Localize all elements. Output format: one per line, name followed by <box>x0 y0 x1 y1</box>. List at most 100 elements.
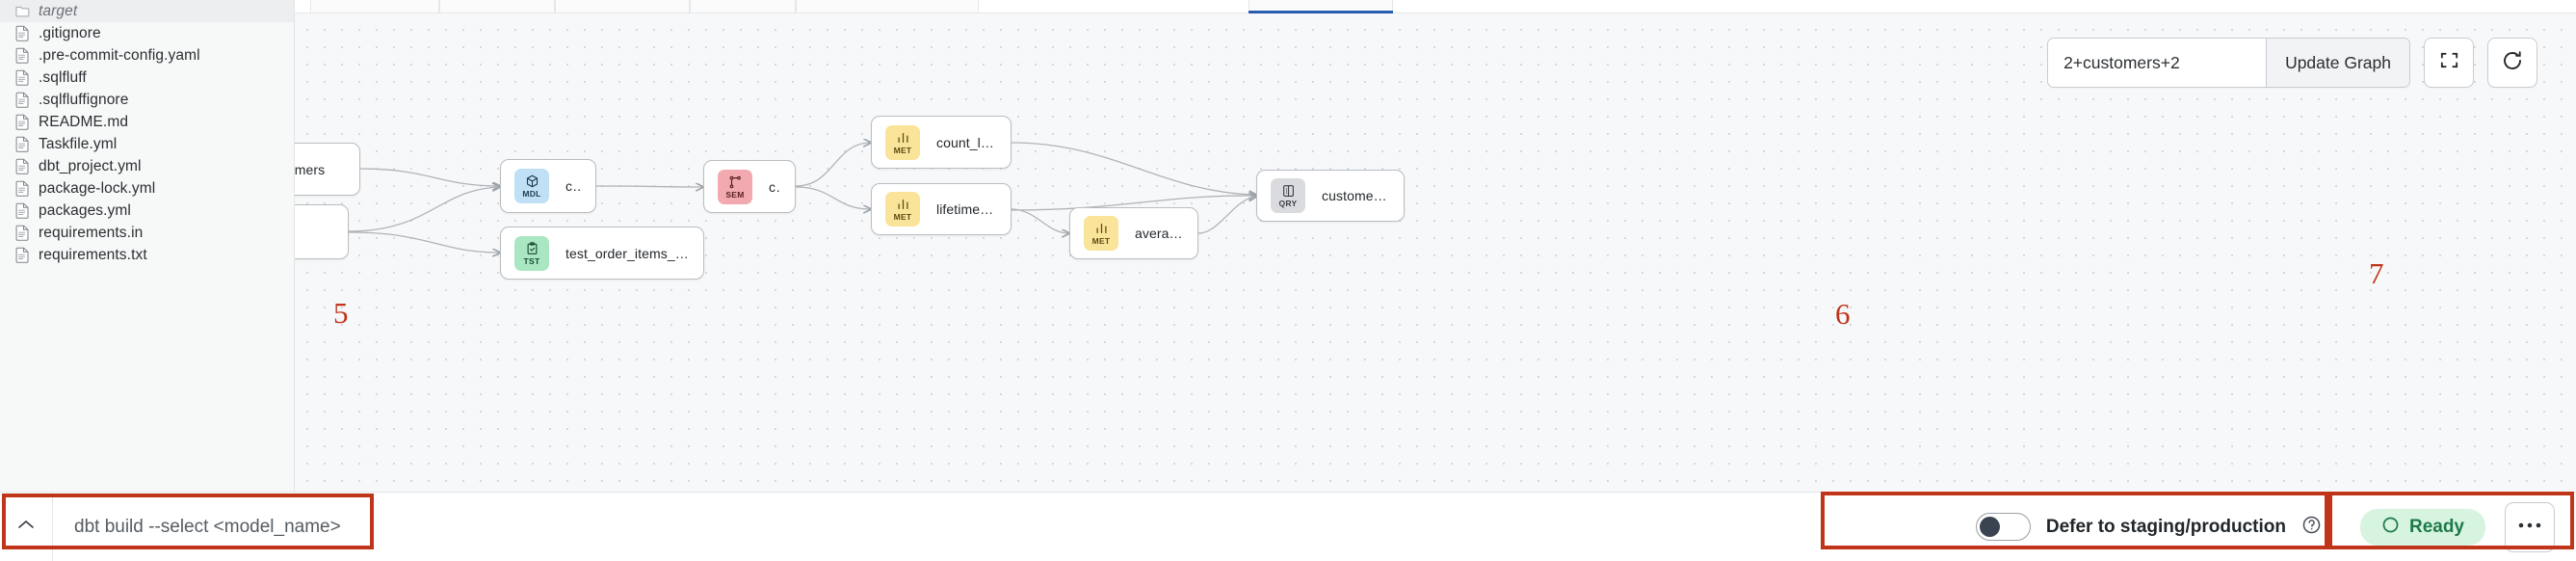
graph-node-label: customer_order_metrics <box>1322 188 1390 203</box>
badge-text: MET <box>893 145 912 155</box>
defer-help-button[interactable] <box>2301 515 2322 540</box>
file-icon <box>15 136 30 152</box>
editor-tab-1[interactable] <box>310 0 439 13</box>
refresh-button[interactable] <box>2487 38 2537 88</box>
editor-tab-2[interactable] <box>439 0 555 13</box>
file-icon <box>15 92 30 108</box>
status-label: Ready <box>2408 516 2464 537</box>
file-item-label: .gitignore <box>39 24 101 41</box>
graph-node-customers-mdl[interactable]: MDL customers <box>500 159 596 213</box>
bottom-bar-right: Defer to staging/production <box>1951 493 2576 561</box>
file-item-label: .sqlfluffignore <box>39 91 129 108</box>
badge-text: MET <box>1091 236 1111 246</box>
badge-text: MDL <box>522 189 541 199</box>
graph-node-label: lifetime_spend_pretax <box>936 201 997 217</box>
defer-control-group: Defer to staging/production <box>1951 493 2339 561</box>
file-icon <box>15 25 30 41</box>
circle-icon <box>2381 516 2400 539</box>
file-item-requirements-in[interactable]: requirements.in <box>0 222 294 244</box>
file-item-pre-commit-config-yaml[interactable]: .pre-commit-config.yaml <box>0 44 294 67</box>
graph-node-label: customers <box>565 178 582 194</box>
file-item-label: requirements.txt <box>39 246 147 263</box>
file-icon <box>15 114 30 130</box>
file-icon <box>15 247 30 263</box>
editor-tab-active-indicator <box>1249 11 1393 13</box>
file-item-label: requirements.in <box>39 224 144 241</box>
file-icon <box>15 202 30 219</box>
expand-panel-button[interactable] <box>0 493 53 561</box>
graph-node-lifetime-spend-pretax[interactable]: MET lifetime_spend_pretax <box>871 183 1012 235</box>
graph-node-customers-sem[interactable]: SEM customers <box>703 160 796 213</box>
file-icon <box>15 47 30 64</box>
lineage-graph-canvas[interactable]: tg_customersorders MDL customersTST test_or… <box>295 0 2576 492</box>
file-item-sqlfluff[interactable]: .sqlfluff <box>0 67 294 89</box>
file-list: target .gitignore .pre-commit-config.yam… <box>0 0 294 266</box>
refresh-icon <box>2501 49 2524 77</box>
sem-badge-icon: SEM <box>718 169 752 204</box>
chevron-up-icon <box>16 518 36 536</box>
file-item-label: Taskfile.yml <box>39 135 118 152</box>
file-item-sqlfluffignore[interactable]: .sqlfluffignore <box>0 89 294 111</box>
folder-icon <box>15 3 30 19</box>
file-icon <box>15 69 30 86</box>
dbt-command-input[interactable] <box>53 493 592 561</box>
graph-node-stg-customers[interactable]: tg_customers <box>295 143 360 196</box>
badge-text: SEM <box>725 189 745 200</box>
file-explorer-panel[interactable]: target .gitignore .pre-commit-config.yam… <box>0 0 295 492</box>
graph-node-average-order-value[interactable]: MET average_order_value <box>1069 207 1198 259</box>
question-circle-icon <box>2301 515 2322 540</box>
mdl-badge-icon: MDL <box>514 169 549 203</box>
file-icon <box>15 225 30 241</box>
more-options-button[interactable] <box>2505 501 2555 552</box>
file-item-packages-yml[interactable]: packages.yml <box>0 200 294 222</box>
fullscreen-button[interactable] <box>2424 38 2474 88</box>
file-item-gitignore[interactable]: .gitignore <box>0 22 294 44</box>
file-item-label: README.md <box>39 113 129 130</box>
graph-node-customer-order-metrics[interactable]: QRY customer_order_metrics <box>1256 170 1405 222</box>
defer-toggle[interactable] <box>1975 513 2031 541</box>
graph-node-count-lifetime-orders[interactable]: MET count_lifetime_orders <box>871 116 1012 169</box>
editor-tab-3[interactable] <box>555 0 690 13</box>
fullscreen-icon <box>2438 49 2460 76</box>
file-icon <box>15 158 30 174</box>
met-badge-icon: MET <box>885 192 920 227</box>
graph-node-label: test_order_items_compute_to_bools... <box>565 245 690 261</box>
badge-text: MET <box>893 212 912 222</box>
graph-node-orders[interactable]: orders <box>295 204 349 259</box>
defer-label: Defer to staging/production <box>2045 516 2286 537</box>
badge-text: TST <box>523 255 540 266</box>
qry-badge-icon: QRY <box>1271 178 1305 213</box>
file-item-readme-md[interactable]: README.md <box>0 111 294 133</box>
graph-selector-group: Update Graph <box>2047 38 2410 88</box>
graph-toolbar: Update Graph <box>2047 38 2537 88</box>
file-item-label: target <box>39 2 78 19</box>
status-badge[interactable]: Ready <box>2359 508 2485 546</box>
graph-node-label: customers <box>769 178 781 195</box>
editor-tab-5[interactable] <box>796 0 979 13</box>
defer-toggle-knob <box>1979 517 2000 537</box>
file-item-taskfile-yml[interactable]: Taskfile.yml <box>0 133 294 155</box>
file-item-label: packages.yml <box>39 201 131 219</box>
graph-node-label: tg_customers <box>295 161 326 177</box>
file-item-label: .sqlfluff <box>39 68 87 86</box>
badge-text: QRY <box>1278 199 1298 208</box>
graph-node-test-order-items[interactable]: TST test_order_items_compute_to_bools... <box>500 227 704 280</box>
annotation-number-5: 5 <box>333 296 349 330</box>
graph-node-label: average_order_value <box>1135 226 1184 241</box>
annotation-number-6: 6 <box>1835 297 1851 331</box>
file-item-label: package-lock.yml <box>39 179 156 197</box>
annotation-number-7: 7 <box>2369 256 2384 290</box>
editor-tab-6[interactable] <box>1249 0 1393 13</box>
file-item-dbt-project-yml[interactable]: dbt_project.yml <box>0 155 294 177</box>
update-graph-button[interactable]: Update Graph <box>2266 39 2409 87</box>
editor-tab-4[interactable] <box>690 0 796 13</box>
file-item-label: .pre-commit-config.yaml <box>39 46 200 64</box>
file-item-package-lock-yml[interactable]: package-lock.yml <box>0 177 294 200</box>
file-item-requirements-txt[interactable]: requirements.txt <box>0 244 294 266</box>
file-item-target[interactable]: target <box>0 0 294 22</box>
bottom-status-bar: Defer to staging/production <box>0 492 2576 561</box>
met-badge-icon: MET <box>885 124 920 160</box>
graph-selector-input[interactable] <box>2048 39 2267 87</box>
graph-node-label: count_lifetime_orders <box>936 134 997 150</box>
file-item-label: dbt_project.yml <box>39 157 142 174</box>
